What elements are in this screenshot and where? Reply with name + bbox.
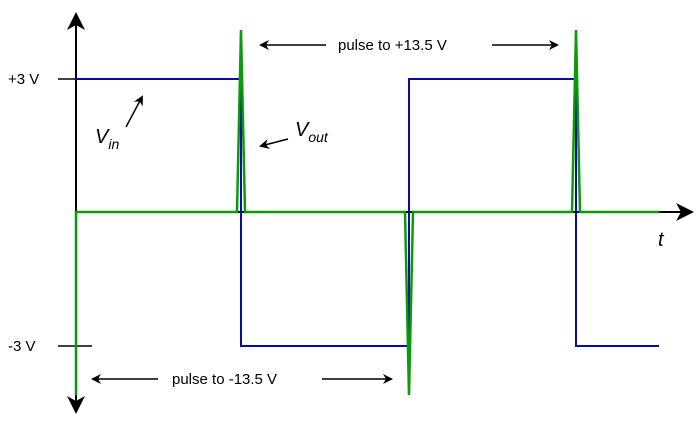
neg-3v-label: -3 V [8, 338, 36, 355]
time-label: t [658, 229, 665, 251]
vout-waveform [74, 29, 659, 396]
vout-sub: out [308, 129, 329, 145]
vin-main: V [95, 126, 110, 148]
vout-label: Vout [295, 119, 329, 145]
vin-pointer-arrow [125, 95, 143, 128]
vin-waveform [76, 78, 659, 347]
vout-main: V [295, 119, 310, 141]
vout-pointer-arrow [259, 138, 289, 149]
vin-label: Vin [95, 126, 119, 152]
neg-pulse-label: pulse to -13.5 V [172, 371, 277, 388]
pos-3v-label: +3 V [8, 71, 39, 88]
vin-sub: in [108, 136, 119, 152]
pos-pulse-label: pulse to +13.5 V [338, 37, 447, 54]
